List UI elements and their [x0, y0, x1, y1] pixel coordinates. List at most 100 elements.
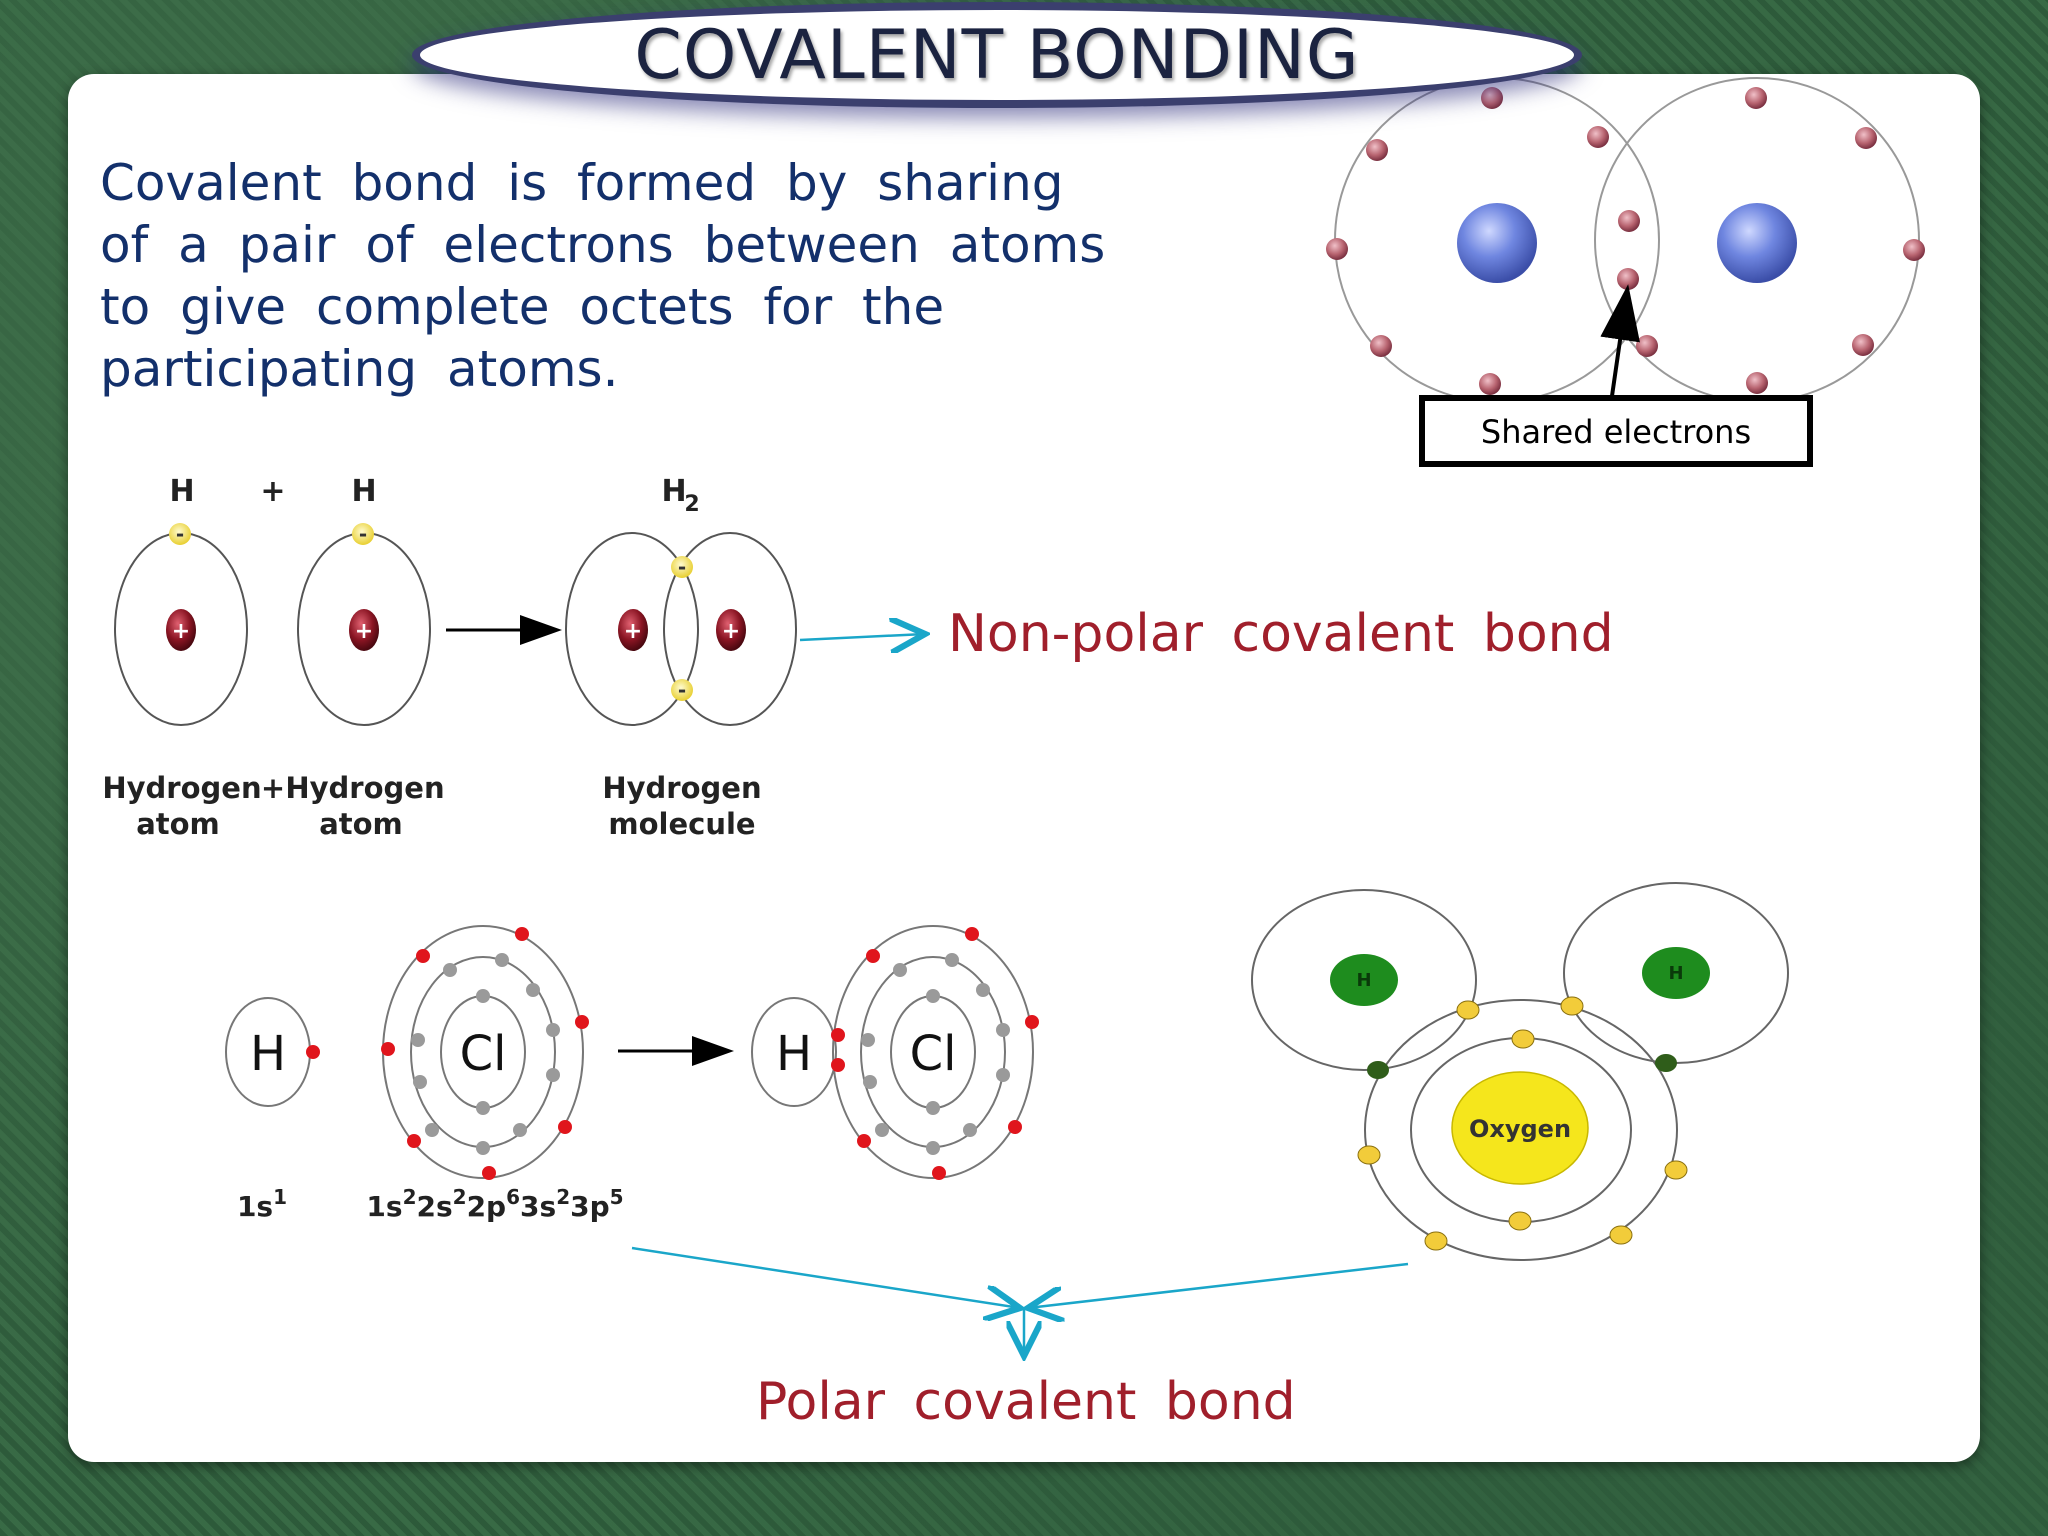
h-left-symbol: H [1356, 970, 1371, 991]
plus-charge: + [722, 619, 740, 644]
plus-charge: + [172, 619, 190, 644]
h2-diagram: H + H H 2 + + + + - - - - [102, 474, 925, 841]
electron [443, 963, 457, 977]
title-banner: COVALENT BONDING [412, 2, 1582, 108]
nucleus [166, 609, 196, 651]
intro-text: Covalent bond is formed by sharing of a … [100, 154, 1106, 398]
hcl-cl-inner-electrons [861, 953, 1010, 1155]
electron [926, 1141, 940, 1155]
electron [407, 1134, 421, 1148]
h-atom-2-caption-2: atom [319, 807, 403, 841]
config-sup: 5 [610, 1185, 624, 1209]
electron [1025, 1015, 1039, 1029]
hcl-cl-valence-electrons [831, 927, 1039, 1180]
electron [558, 1120, 572, 1134]
electron [926, 1101, 940, 1115]
shared-electron [1655, 1054, 1677, 1072]
h2-molecule-caption: Hydrogen [602, 771, 761, 805]
shared-electron [831, 1058, 845, 1072]
h-right-symbol: H [1668, 963, 1683, 984]
config-sup: 2 [453, 1185, 467, 1209]
electron [1481, 87, 1503, 109]
electron [515, 927, 529, 941]
shared-electron [671, 556, 693, 578]
shared-electron [671, 679, 693, 701]
electron [875, 1123, 889, 1137]
electron [965, 927, 979, 941]
shared-electron [1618, 210, 1640, 232]
config-part: 3s [520, 1190, 556, 1223]
water-pointer-arrow [1028, 1262, 1409, 1308]
minus-charge: - [678, 678, 686, 702]
electron [513, 1123, 527, 1137]
electron [963, 1123, 977, 1137]
electron [893, 963, 907, 977]
shared-electrons-box [1419, 395, 1813, 467]
minus-charge: - [678, 555, 686, 579]
config-part: 1s [366, 1190, 402, 1223]
h-config: 1s1 [237, 1185, 287, 1223]
shared-electron [1617, 268, 1639, 290]
electron [1560, 996, 1584, 1016]
h-left-nucleus [1330, 954, 1398, 1006]
oxygen-label: Oxygen [1469, 1115, 1571, 1143]
electron [416, 949, 430, 963]
config-part: 3p [570, 1190, 610, 1223]
electron [476, 1141, 490, 1155]
electron [1366, 139, 1388, 161]
nonpolar-label: Non-polar covalent bond [948, 604, 1614, 664]
h2-nuclei: + + + + [166, 609, 746, 651]
o2-left-nucleus [1457, 203, 1537, 283]
electron [1609, 1225, 1633, 1245]
electron [1903, 239, 1925, 261]
h2-label: H [661, 474, 686, 509]
config-part: 1s [237, 1190, 273, 1223]
electron [352, 523, 374, 545]
electron [1587, 126, 1609, 148]
hcl-pointer-arrow [631, 1246, 1020, 1308]
h-label-2: H [351, 474, 376, 509]
electron [945, 953, 959, 967]
electron [976, 983, 990, 997]
o2-electrons [1326, 87, 1925, 395]
electron [1852, 334, 1874, 356]
electron [413, 1075, 427, 1089]
config-sup: 1 [273, 1185, 287, 1209]
minus-charge: - [359, 522, 367, 546]
minus-charge: - [176, 522, 184, 546]
nonpolar-pointer-arrow [799, 634, 925, 640]
plus-charge: + [355, 619, 373, 644]
h-electron [306, 1045, 320, 1059]
electron [861, 1033, 875, 1047]
hcl-h-shell [751, 997, 837, 1107]
plus-charge: + [624, 619, 642, 644]
electron [1326, 238, 1348, 260]
electron [1636, 335, 1658, 357]
electron [1855, 127, 1877, 149]
h2-electrons: - - - - [169, 522, 693, 702]
shared-electron-pointer [1600, 284, 1640, 397]
h2-left-shell [565, 532, 699, 726]
electron [1511, 1029, 1535, 1049]
polar-pointers [631, 1246, 1409, 1356]
hcl-h-symbol: H [776, 1026, 812, 1082]
electron [381, 1042, 395, 1056]
config-part: 2p [467, 1190, 507, 1223]
h2-right-shell [663, 532, 797, 726]
h-left-shell [1251, 889, 1477, 1071]
electron [863, 1075, 877, 1089]
shared-electron [831, 1028, 845, 1042]
h-atom-2-caption: Hydrogen [285, 771, 444, 805]
polar-label: Polar covalent bond [756, 1372, 1296, 1432]
hcl-diagram: H Cl H [225, 925, 1039, 1223]
electron [1424, 1231, 1448, 1251]
electron [482, 1166, 496, 1180]
page-title: COVALENT BONDING [634, 15, 1360, 95]
electron [495, 953, 509, 967]
plus-label: + [260, 474, 285, 509]
oxygen-nucleus [1451, 1071, 1589, 1185]
electron [1008, 1120, 1022, 1134]
shared-electron [1367, 1061, 1389, 1079]
water-h-electrons [1367, 1054, 1677, 1079]
